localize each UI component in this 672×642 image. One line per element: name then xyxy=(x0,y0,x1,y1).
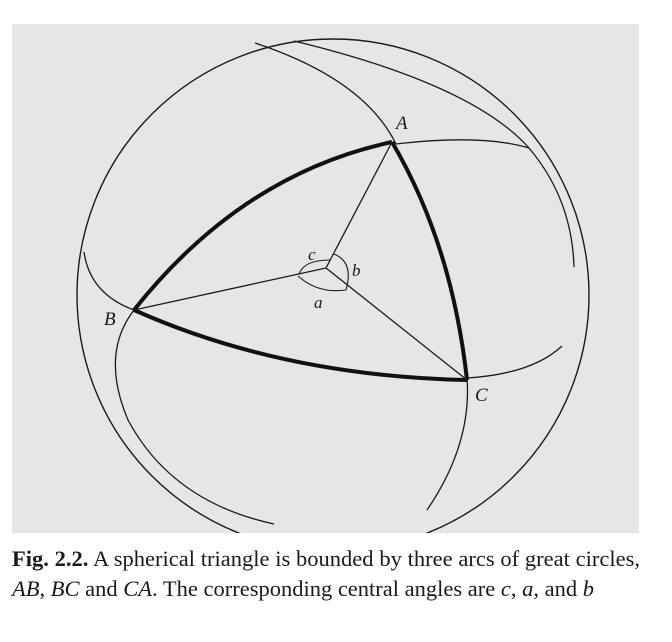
arc-bc xyxy=(133,308,468,382)
caption-arc-ca: CA xyxy=(123,576,153,601)
great-circle-arc-b-lower xyxy=(114,309,275,525)
angle-arc-c xyxy=(298,259,331,275)
angle-label-a: a xyxy=(314,293,323,312)
vertex-label-c: C xyxy=(475,385,488,406)
vertex-label-a: A xyxy=(394,113,408,134)
vertex-label-b: B xyxy=(104,309,116,330)
caption-angle-b: b xyxy=(582,576,594,601)
caption-sep-3: , xyxy=(510,576,523,601)
great-circle-arc-b-left xyxy=(83,251,135,311)
caption-label: Fig. 2.2. xyxy=(12,546,89,571)
spherical-triangle-figure: A B C c b a xyxy=(76,38,590,533)
caption-sep-1: , xyxy=(39,576,51,601)
radius-oc xyxy=(325,267,468,381)
sphere-outline xyxy=(76,38,590,533)
arc-ca xyxy=(390,140,469,381)
caption-sep-2: and xyxy=(79,576,124,601)
caption-sep-4: , and xyxy=(533,576,583,601)
arc-ab xyxy=(132,140,393,312)
great-circle-arc-c-right xyxy=(466,345,563,379)
caption-arc-bc: BC xyxy=(50,576,80,601)
caption-angle-a: a xyxy=(522,576,534,601)
angle-label-b: b xyxy=(352,261,361,280)
radius-ob xyxy=(133,267,327,311)
great-circle-arc-a-right xyxy=(395,139,530,149)
angle-label-c: c xyxy=(308,245,316,264)
figure-caption: Fig. 2.2. A spherical triangle is bounde… xyxy=(12,544,640,604)
great-circle-arc-a-upper xyxy=(254,42,397,145)
radius-oa xyxy=(325,141,393,269)
caption-text-2: . The corresponding central angles are xyxy=(152,576,501,601)
figure-panel: A B C c b a xyxy=(12,24,639,533)
angle-arc-a xyxy=(297,275,347,292)
caption-text-1: A spherical triangle is bounded by three… xyxy=(88,546,640,571)
angle-arc-b xyxy=(333,253,349,291)
caption-arc-ab: AB xyxy=(12,576,40,601)
great-circle-arc-c-upper xyxy=(293,40,575,268)
great-circle-arc-c-lower xyxy=(426,377,469,511)
caption-angle-c: c xyxy=(500,576,511,601)
